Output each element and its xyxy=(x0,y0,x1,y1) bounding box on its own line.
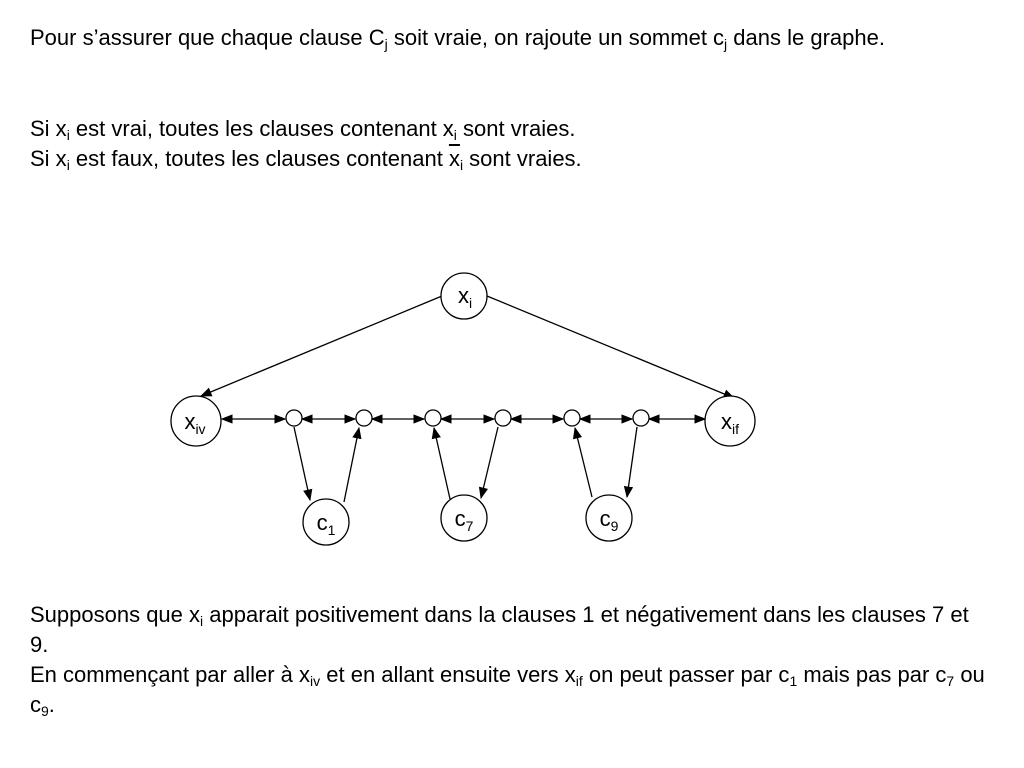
conclusion-line-1: Supposons que xi apparait positivement d… xyxy=(30,602,969,657)
node-c1: c1 xyxy=(302,498,350,546)
node-xi: xi xyxy=(440,272,488,320)
rules-block: Si xi est vrai, toutes les clauses conte… xyxy=(30,114,990,174)
node-c9: c9 xyxy=(585,494,633,542)
chain-node xyxy=(494,409,512,427)
edge-chain-to-c7 xyxy=(478,426,499,500)
rule-true-line: Si xi est vrai, toutes les clauses conte… xyxy=(30,116,576,143)
conclusion-block: Supposons que xi apparait positivement d… xyxy=(30,600,990,720)
edge-xi-to-xif xyxy=(486,295,736,399)
svg-text:xif: xif xyxy=(721,409,739,437)
chain-nodes xyxy=(285,409,650,427)
edge-xi-to-xiv xyxy=(199,295,443,397)
edge-c1-to-chain xyxy=(343,426,362,503)
intro-paragraph: Pour s’assurer que chaque clause Cj soit… xyxy=(30,25,885,52)
edge-c9-to-chain xyxy=(572,426,593,498)
chain-node xyxy=(355,409,373,427)
node-xiv: xiv xyxy=(170,395,222,447)
node-xif: xif xyxy=(704,395,756,447)
conclusion-line-2: En commençant par aller à xiv et en alla… xyxy=(30,662,985,719)
svg-text:c9: c9 xyxy=(600,506,619,534)
edge-c7-to-chain xyxy=(431,426,451,500)
edge-chain-to-c1 xyxy=(293,426,313,502)
chain-node xyxy=(285,409,303,427)
rule-false-line: Si xi est faux, toutes les clauses conte… xyxy=(30,146,582,173)
chain-node xyxy=(424,409,442,427)
edge-chain-to-c9 xyxy=(623,426,638,499)
clause-edges xyxy=(293,426,638,503)
svg-text:xiv: xiv xyxy=(184,409,205,437)
svg-text:c7: c7 xyxy=(455,506,474,534)
node-c7: c7 xyxy=(440,494,488,542)
svg-text:c1: c1 xyxy=(317,510,336,538)
svg-text:xi: xi xyxy=(458,283,472,311)
chain-node xyxy=(563,409,581,427)
chain-node xyxy=(632,409,650,427)
